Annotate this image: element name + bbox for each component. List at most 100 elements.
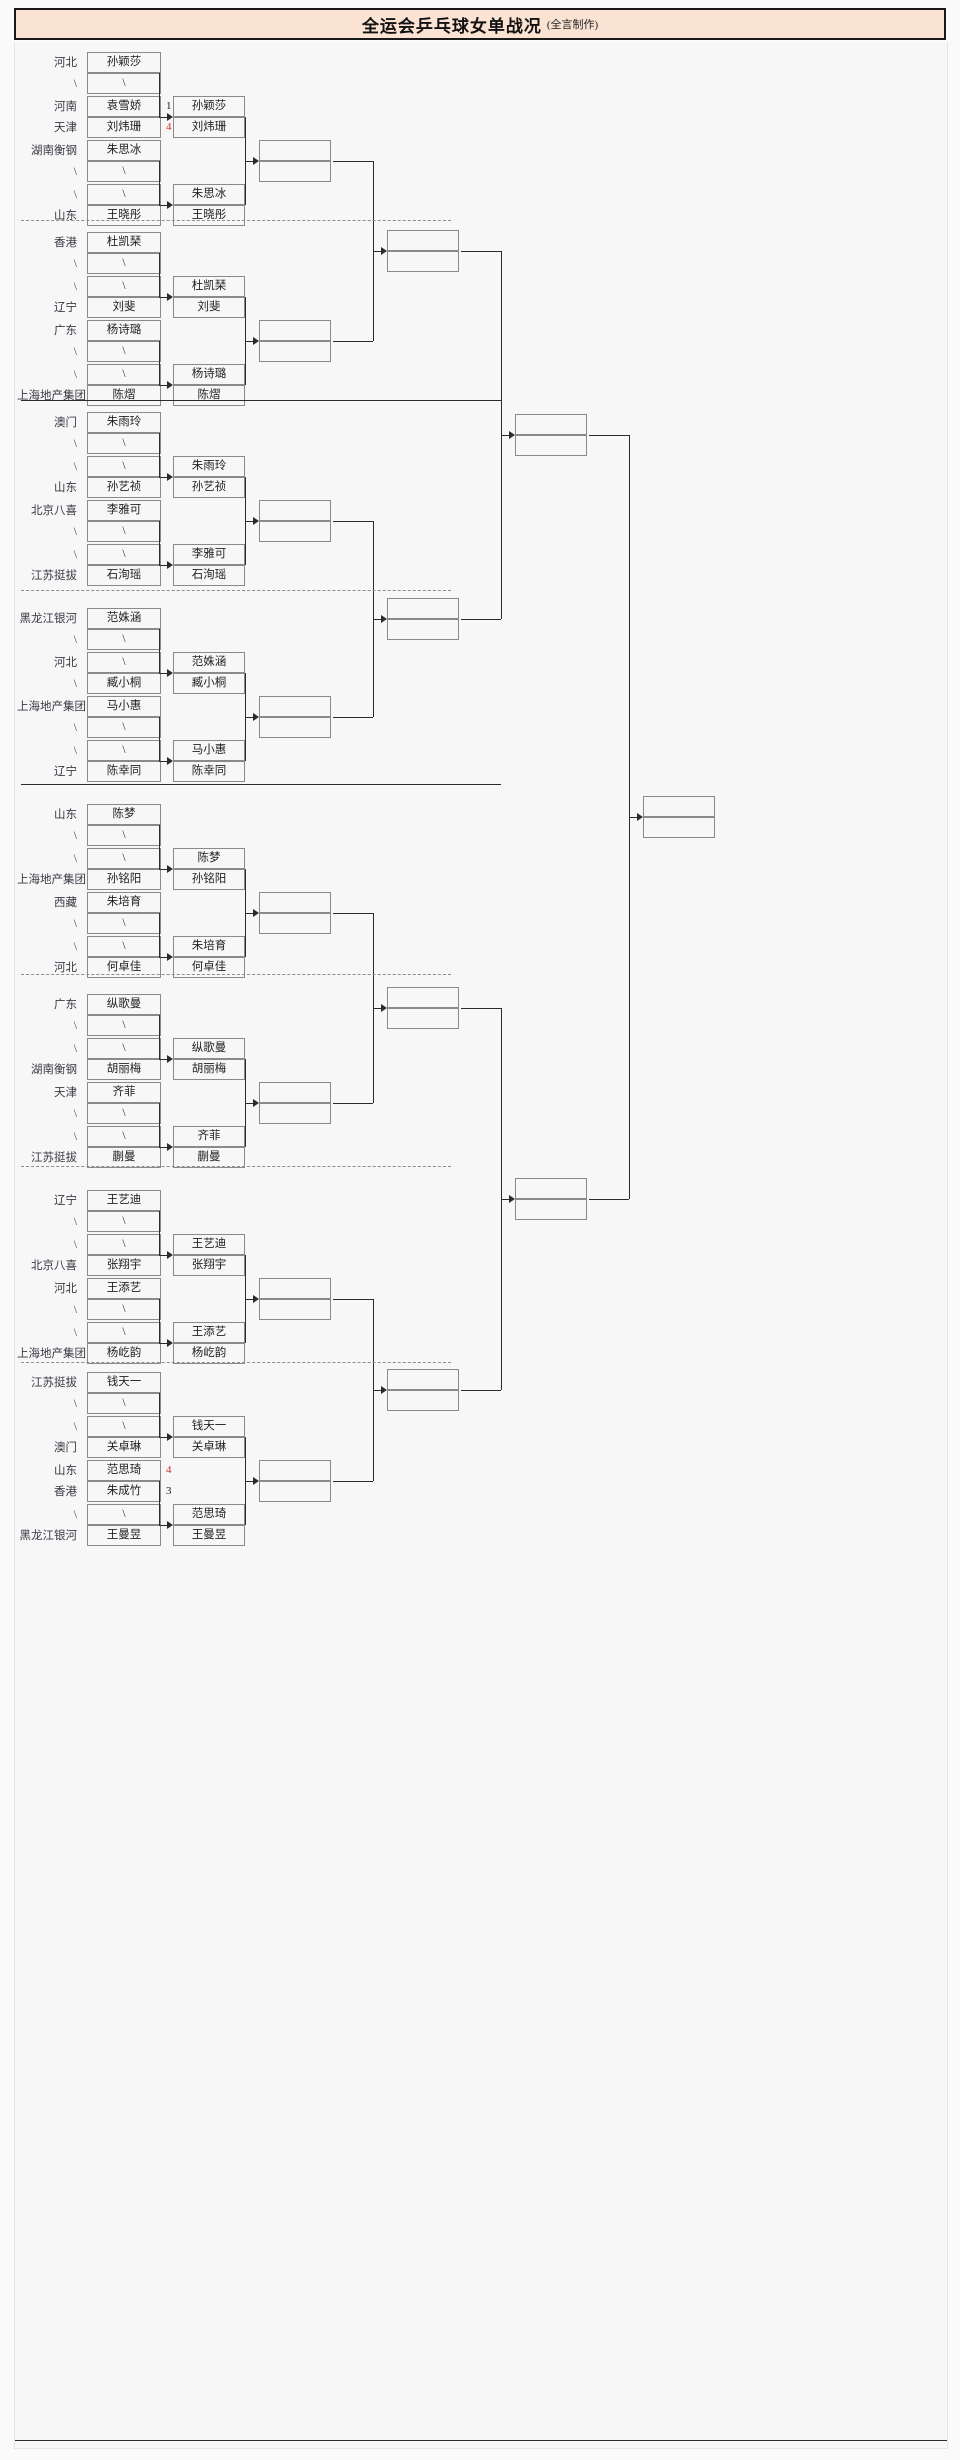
player-slot[interactable]: 石洵瑶 [173,565,245,586]
player-slot[interactable]: \ [87,341,161,362]
player-slot[interactable]: \ [87,521,161,542]
player-slot[interactable] [259,521,331,542]
player-slot[interactable]: 蒯曼 [173,1147,245,1168]
player-slot[interactable]: 杨诗璐 [173,364,245,385]
player-slot[interactable] [259,161,331,182]
player-slot[interactable]: 范姝涵 [87,608,161,629]
player-slot[interactable]: \ [87,629,161,650]
player-slot[interactable]: 石洵瑶 [87,565,161,586]
player-slot[interactable]: 王晓彤 [87,205,161,226]
player-slot[interactable]: \ [87,184,161,205]
player-slot[interactable]: \ [87,253,161,274]
player-slot[interactable]: \ [87,1103,161,1124]
player-slot[interactable] [515,1178,587,1199]
player-slot[interactable]: 陈梦 [87,804,161,825]
player-slot[interactable] [259,892,331,913]
player-slot[interactable]: 李雅可 [173,544,245,565]
player-slot[interactable] [259,1278,331,1299]
player-slot[interactable] [387,1390,459,1411]
player-slot[interactable]: \ [87,1299,161,1320]
player-slot[interactable]: 何卓佳 [173,957,245,978]
player-slot[interactable] [387,230,459,251]
player-slot[interactable]: 王添艺 [173,1322,245,1343]
player-slot[interactable]: 马小惠 [173,740,245,761]
player-slot[interactable] [259,1103,331,1124]
player-slot[interactable]: \ [87,544,161,565]
player-slot[interactable]: 刘炜珊 [173,117,245,138]
player-slot[interactable]: 陈幸同 [87,761,161,782]
player-slot[interactable]: 关卓琳 [173,1437,245,1458]
player-slot[interactable]: 朱思冰 [173,184,245,205]
player-slot[interactable] [259,717,331,738]
player-slot[interactable]: \ [87,1393,161,1414]
player-slot[interactable]: \ [87,1504,161,1525]
player-slot[interactable]: 杜凯琹 [173,276,245,297]
player-slot[interactable] [387,619,459,640]
player-slot[interactable]: \ [87,161,161,182]
player-slot[interactable]: 范思琦 [173,1504,245,1525]
player-slot[interactable]: 杨诗璐 [87,320,161,341]
player-slot[interactable] [387,251,459,272]
player-slot[interactable]: \ [87,848,161,869]
player-slot[interactable]: \ [87,73,161,94]
player-slot[interactable]: \ [87,1234,161,1255]
player-slot[interactable] [259,913,331,934]
player-slot[interactable] [387,598,459,619]
player-slot[interactable]: 王艺迪 [173,1234,245,1255]
player-slot[interactable]: 陈熠 [173,385,245,406]
player-slot[interactable]: 杨屹韵 [87,1343,161,1364]
player-slot[interactable] [259,140,331,161]
player-slot[interactable]: 刘斐 [87,297,161,318]
player-slot[interactable]: \ [87,1038,161,1059]
player-slot[interactable]: 孙铭阳 [173,869,245,890]
player-slot[interactable] [259,1481,331,1502]
player-slot[interactable]: \ [87,652,161,673]
player-slot[interactable]: 关卓琳 [87,1437,161,1458]
player-slot[interactable] [259,1082,331,1103]
player-slot[interactable]: 王添艺 [87,1278,161,1299]
player-slot[interactable] [387,1369,459,1390]
player-slot[interactable]: 胡丽梅 [87,1059,161,1080]
player-slot[interactable]: \ [87,1416,161,1437]
player-slot[interactable]: 陈幸同 [173,761,245,782]
player-slot[interactable]: 范思琦 [87,1460,161,1481]
player-slot[interactable]: 纵歌曼 [173,1038,245,1059]
player-slot[interactable]: 孙颖莎 [173,96,245,117]
player-slot[interactable]: 王艺迪 [87,1190,161,1211]
player-slot[interactable]: \ [87,825,161,846]
player-slot[interactable]: 张翔宇 [173,1255,245,1276]
player-slot[interactable] [259,500,331,521]
player-slot[interactable]: 臧小桐 [173,673,245,694]
player-slot[interactable]: 李雅可 [87,500,161,521]
player-slot[interactable]: 臧小桐 [87,673,161,694]
player-slot[interactable] [515,435,587,456]
player-slot[interactable]: 张翔宇 [87,1255,161,1276]
player-slot[interactable]: 王曼昱 [87,1525,161,1546]
player-slot[interactable]: 杨屹韵 [173,1343,245,1364]
player-slot[interactable]: 刘炜珊 [87,117,161,138]
player-slot[interactable]: 孙艺祯 [173,477,245,498]
player-slot[interactable]: 胡丽梅 [173,1059,245,1080]
player-slot[interactable]: \ [87,1211,161,1232]
player-slot[interactable]: 范姝涵 [173,652,245,673]
player-slot[interactable]: 袁雪娇 [87,96,161,117]
player-slot[interactable]: \ [87,456,161,477]
player-slot[interactable]: 钱天一 [173,1416,245,1437]
player-slot[interactable]: 朱培育 [173,936,245,957]
player-slot[interactable]: 王晓彤 [173,205,245,226]
player-slot[interactable] [387,1008,459,1029]
player-slot[interactable]: 孙铭阳 [87,869,161,890]
player-slot[interactable]: 钱天一 [87,1372,161,1393]
player-slot[interactable]: \ [87,740,161,761]
player-slot-final[interactable] [643,817,715,838]
player-slot[interactable]: 蒯曼 [87,1147,161,1168]
player-slot[interactable] [387,987,459,1008]
player-slot[interactable]: 朱培育 [87,892,161,913]
player-slot[interactable] [259,341,331,362]
player-slot[interactable] [259,320,331,341]
player-slot[interactable]: 齐菲 [87,1082,161,1103]
player-slot[interactable]: \ [87,913,161,934]
player-slot[interactable]: 陈梦 [173,848,245,869]
player-slot[interactable]: 朱雨玲 [87,412,161,433]
player-slot[interactable]: \ [87,936,161,957]
